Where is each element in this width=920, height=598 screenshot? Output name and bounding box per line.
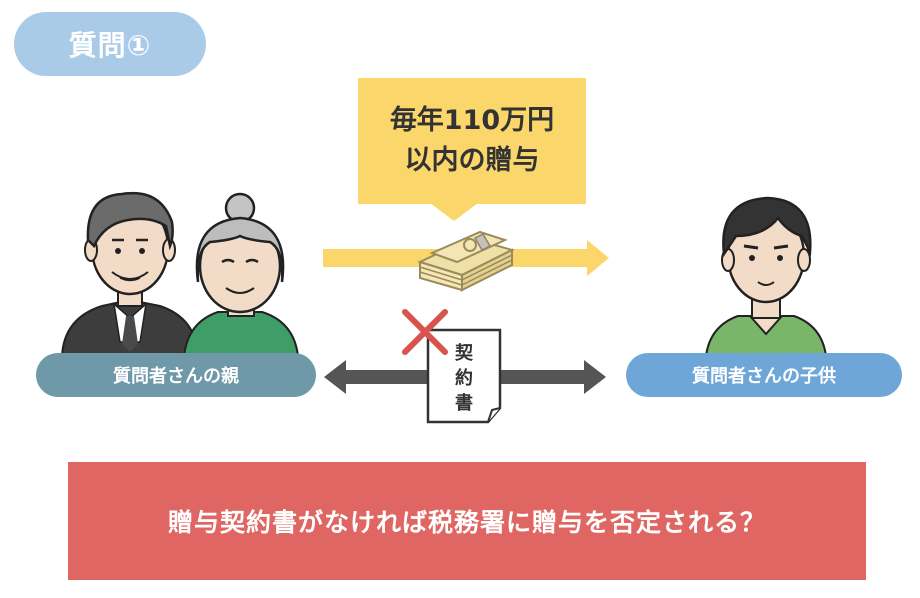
question-banner-text: 贈与契約書がなければ税務署に贈与を否定される？ — [167, 508, 766, 537]
elderly-man-icon — [60, 191, 200, 357]
gift-bubble-line2: 以内の贈与 — [404, 145, 540, 176]
parent-label-pill: 質問者さんの親 — [36, 353, 316, 397]
contract-char-2: 約 — [455, 367, 473, 389]
question-tag: 質問① — [14, 12, 206, 76]
bubble-tail — [430, 203, 478, 221]
question-banner: 贈与契約書がなければ税務署に贈与を否定される？ — [68, 462, 866, 580]
question-tag-label: 質問① — [68, 29, 152, 62]
gift-bubble-line1: 毎年110万円 — [389, 105, 555, 136]
child-label-pill: 質問者さんの子供 — [626, 353, 902, 397]
young-person-icon — [704, 196, 828, 357]
elderly-woman-icon — [182, 192, 300, 357]
parent-label: 質問者さんの親 — [113, 366, 239, 387]
child-label: 質問者さんの子供 — [692, 366, 836, 387]
gift-speech-bubble: 毎年110万円 以内の贈与 — [358, 78, 586, 204]
contract-char-1: 契 — [455, 342, 473, 364]
contract-document: 契 約 書 — [432, 334, 496, 422]
money-stack-icon — [417, 230, 515, 292]
cross-mark-icon — [402, 309, 448, 355]
contract-char-3: 書 — [455, 392, 473, 414]
